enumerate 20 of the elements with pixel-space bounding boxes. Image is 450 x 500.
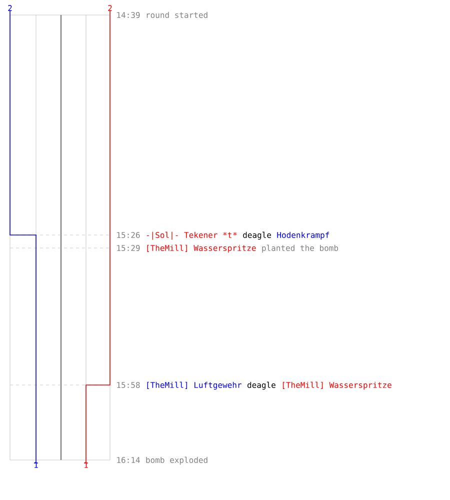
event-time: 15:58 <box>117 382 140 388</box>
event-text: round started <box>146 12 208 18</box>
player-name: [TheMill] Wasserspritze <box>282 382 392 390</box>
event-text: bomb exploded <box>146 456 208 465</box>
player-name: [TheMill] Wasserspritze <box>147 244 256 253</box>
event-text: planted the bomb <box>262 244 338 253</box>
team-count: 1 <box>84 462 88 468</box>
weapon-name: deagle <box>248 382 276 390</box>
team-count: 2 <box>8 5 12 11</box>
player-name-end: * <box>233 232 237 236</box>
event-time: 15:26 <box>117 232 140 238</box>
team-count: 2 <box>108 5 112 11</box>
player-name: -|Sol|- Tekener *t <box>146 232 232 240</box>
player-name: Hodenkrampf <box>277 232 329 240</box>
event-time: 16:14 <box>117 456 140 464</box>
event-time: 15:29 <box>117 244 140 252</box>
player-name: [TheMill] Luftgewehr <box>147 382 242 390</box>
weapon-name: deagle <box>243 232 272 240</box>
team-count: 1 <box>34 462 38 468</box>
event-time: 14:39 <box>117 12 140 18</box>
